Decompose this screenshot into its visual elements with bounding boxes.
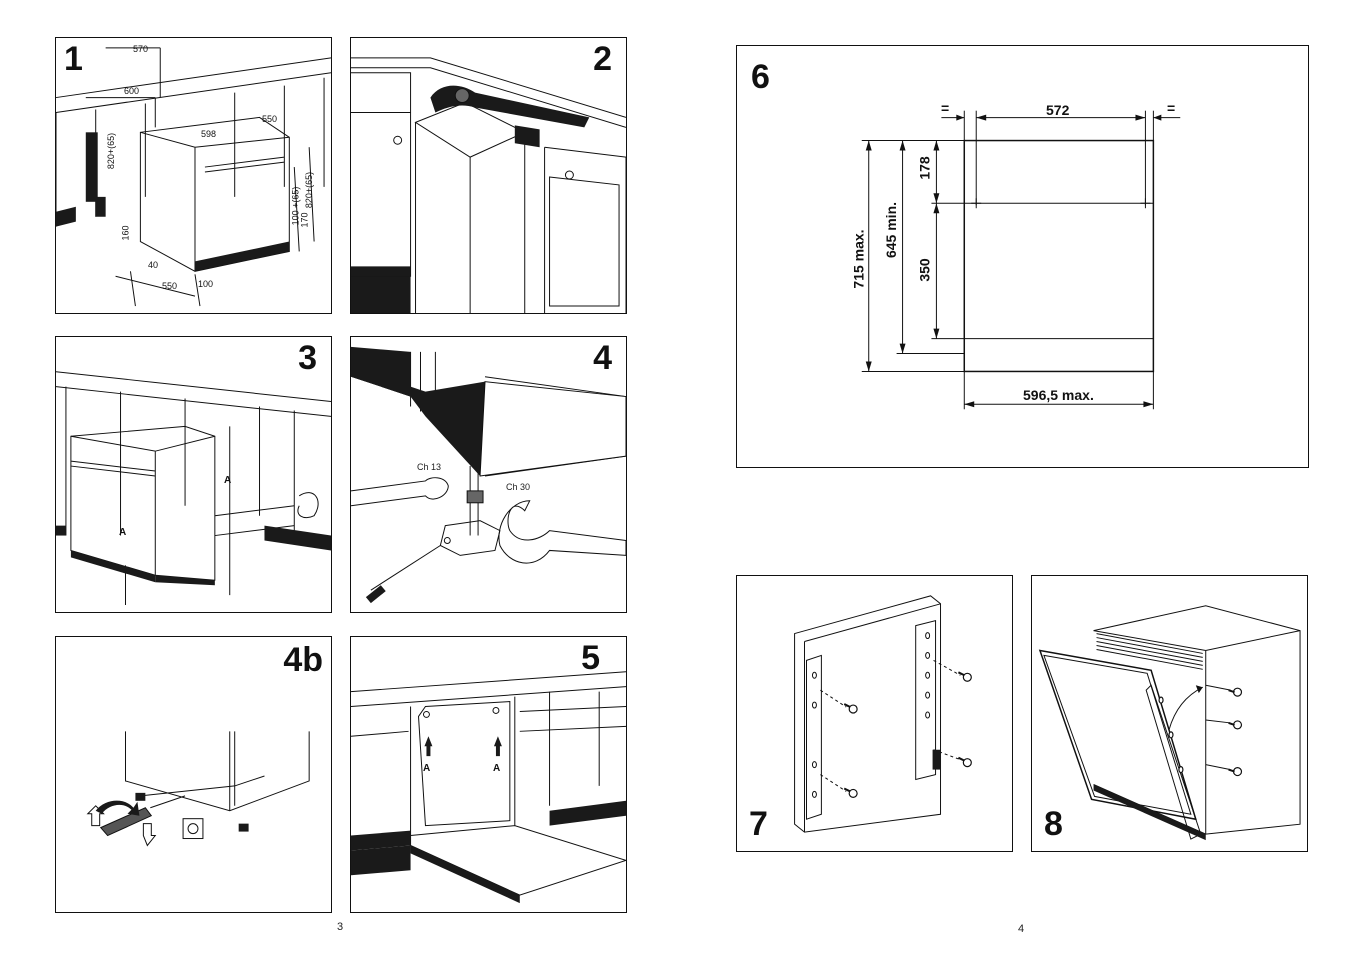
dimension-height-178: 178 (916, 156, 933, 180)
panel-step-4: 4 Ch 13 Ch 30 (350, 336, 627, 613)
dimension-label: 820+(65) (304, 171, 315, 209)
step-number: 4 (593, 339, 612, 377)
dimension-label: 820+(65) (106, 132, 117, 170)
illustration-mount-door (1038, 605, 1301, 841)
marker-a: A (423, 763, 431, 774)
illustration-worktop-protection (351, 57, 626, 313)
panel-step-6: 6 = 572 = 178 350 645 min. 715 max. 596,… (736, 45, 1309, 468)
panel-step-2: 2 (350, 37, 627, 314)
wrench-size-label: Ch 30 (506, 482, 531, 492)
dimension-label: 100 (198, 279, 214, 289)
marker-a: A (493, 763, 501, 774)
dimension-label: 600 (124, 86, 140, 96)
dimension-width-572: 572 (1046, 102, 1070, 118)
wrench-size-label: Ch 13 (417, 462, 442, 472)
step-number: 7 (749, 805, 768, 843)
dimension-label: 160 (120, 225, 131, 241)
step-number: 4b (283, 641, 323, 679)
step-number: 5 (581, 639, 600, 677)
dimension-label: 598 (201, 129, 217, 139)
step-number: 6 (751, 58, 770, 96)
dimension-label: 550 (262, 114, 278, 124)
illustration-insert-appliance (56, 371, 331, 606)
marker-a: A (119, 527, 127, 538)
dimension-width-596-5-max: 596,5 max. (1023, 387, 1094, 403)
dimension-height-645-min: 645 min. (883, 201, 900, 259)
dimension-label: 170 (299, 212, 310, 228)
illustration-fix-door (351, 671, 626, 904)
panel-step-5: 5 A A (350, 636, 627, 913)
page-number-right: 4 (1018, 923, 1025, 935)
panel-step-1: 1 570 600 598 550 820+(65) 100 +(65) 170… (55, 37, 332, 314)
illustration-door-brackets (794, 595, 972, 833)
dimension-label: 550 (162, 281, 178, 291)
page-number-left: 3 (337, 921, 344, 933)
dimension-label: 570 (133, 44, 149, 54)
dimension-label: = (1167, 100, 1176, 116)
panel-step-4b: 4b (55, 636, 332, 913)
dimension-label: = (941, 100, 950, 116)
illustration-kitchen-dimensions (56, 47, 331, 307)
illustration-rear-foot-adjust (86, 731, 310, 847)
step-number: 3 (298, 339, 317, 377)
dimension-height-350: 350 (916, 258, 933, 282)
step-number: 2 (593, 40, 612, 78)
panel-step-7: 7 (736, 575, 1013, 852)
step-number: 1 (64, 40, 83, 78)
panel-step-3: 3 A A (55, 336, 332, 613)
illustration-adjust-feet (351, 346, 626, 604)
dimension-label: 40 (148, 260, 159, 270)
step-number: 8 (1044, 805, 1063, 843)
marker-a: A (224, 475, 232, 486)
dimension-height-715-max: 715 max. (850, 229, 867, 289)
door-panel-dimension-diagram (861, 110, 1181, 410)
panel-step-8: 8 (1031, 575, 1308, 852)
